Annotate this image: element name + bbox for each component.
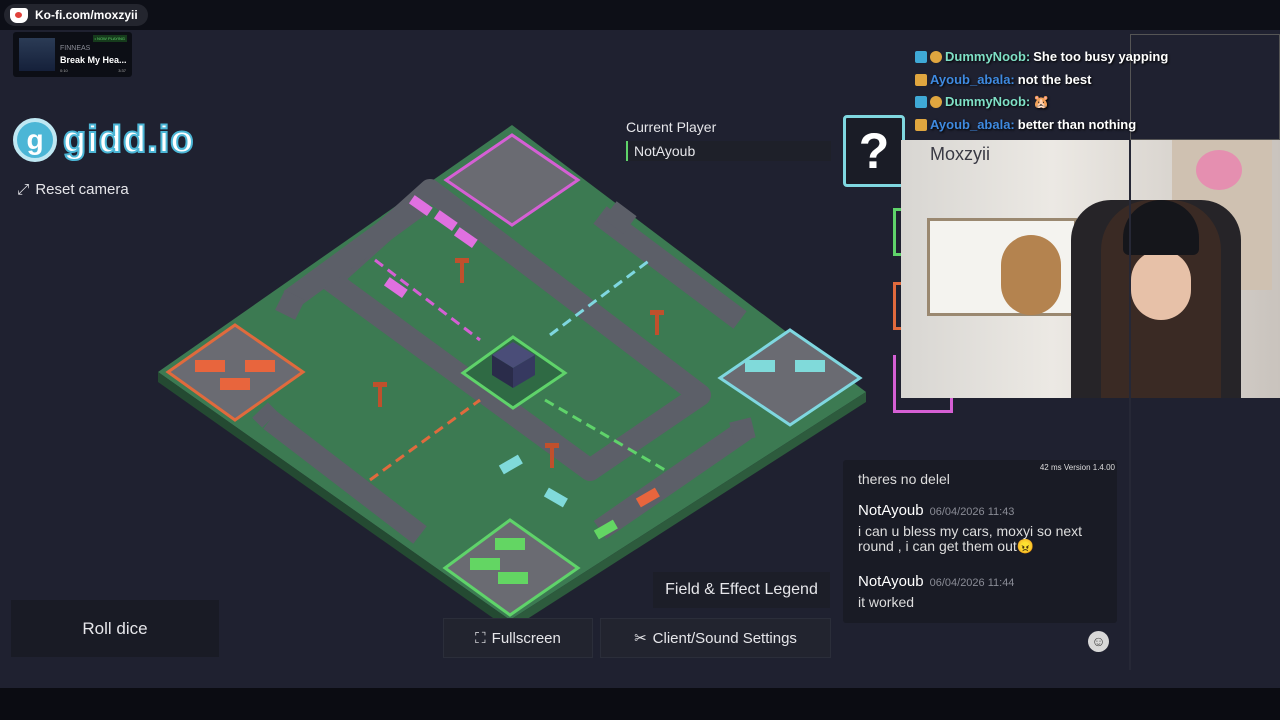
badge-icon <box>915 118 927 131</box>
chat-user: NotAyoub <box>858 502 924 519</box>
webcam-feed <box>901 140 1280 398</box>
cars <box>195 195 825 584</box>
mystery-field-icon: ? <box>843 115 905 187</box>
duration: 3:37 <box>118 68 126 73</box>
chat-text: it worked <box>858 594 915 610</box>
chat-text: i can u bless my cars, moxyi so next rou… <box>858 523 1083 554</box>
album-art <box>19 38 55 71</box>
chat-user: DummyNoob: <box>945 49 1031 64</box>
logo-text: gidd.io <box>62 118 195 162</box>
elapsed: 0:10 <box>60 68 68 73</box>
roads <box>252 179 756 544</box>
chat-timestamp: 06/04/2026 11:43 <box>929 506 1015 518</box>
kofi-cup-icon <box>10 7 28 23</box>
chat-message: NotAyoub 06/04/2026 11:43 i can u bless m… <box>858 502 1108 554</box>
fullscreen-icon: ⛶ <box>475 629 486 647</box>
streamer-name: Moxzyii <box>930 144 991 164</box>
song-title: Break My Hea... <box>60 55 127 65</box>
fullscreen-button[interactable]: ⛶ Fullscreen <box>443 618 593 658</box>
stream-top-bar <box>0 0 1280 30</box>
current-player-label: Current Player <box>626 119 717 135</box>
game-chat[interactable]: 42 ms Version 1.4.00 theres no delel Not… <box>843 460 1117 623</box>
fullscreen-label: Fullscreen <box>491 629 561 647</box>
badge-icon <box>915 73 927 86</box>
panel-divider <box>1129 140 1131 670</box>
chat-user: DummyNoob: <box>945 94 1031 109</box>
current-player-name: NotAyoub <box>626 141 831 161</box>
twitch-chat-overlay: DummyNoob:She too busy yapping Ayoub_aba… <box>915 46 1168 136</box>
tools-icon: ✂ <box>634 630 647 647</box>
ping-version: 42 ms Version 1.4.00 <box>1039 463 1115 472</box>
pink-garage <box>443 133 581 227</box>
kofi-badge: Ko-fi.com/moxzyii <box>4 4 148 26</box>
chat-user: Ayoub_abala: <box>930 116 1015 132</box>
chat-timestamp: 06/04/2026 11:44 <box>929 577 1015 589</box>
plush <box>1001 235 1061 315</box>
roll-dice-button[interactable]: Roll dice <box>11 600 219 657</box>
orange-lane <box>369 398 481 482</box>
legend-button[interactable]: Field & Effect Legend <box>653 572 830 608</box>
now-playing-widget: • NOW PLAYING FINNEAS Break My Hea... 0:… <box>13 32 132 77</box>
emoji-button[interactable]: ☺ <box>1088 631 1109 652</box>
face <box>1131 250 1191 320</box>
paw-art <box>1196 150 1242 190</box>
orange-garage <box>165 323 306 422</box>
chat-user: Ayoub_abala: <box>930 71 1015 87</box>
chat-user: NotAyoub <box>858 573 924 590</box>
now-playing-tag: • NOW PLAYING <box>92 35 127 42</box>
current-player-panel: Current Player NotAyoub <box>626 119 831 161</box>
outer-roads <box>263 196 752 544</box>
green-garage <box>442 518 581 617</box>
badge-icon <box>930 96 942 109</box>
settings-button[interactable]: ✂ Client/Sound Settings <box>600 618 831 658</box>
player-frame-orange <box>893 282 905 330</box>
field-flags <box>373 258 664 468</box>
board-edge <box>510 392 866 630</box>
green-lane <box>544 398 666 472</box>
chat-message: not the best <box>1017 71 1092 87</box>
player-frame-green <box>893 208 905 256</box>
logo-mark: g <box>13 118 57 162</box>
chat-message: 🐹 <box>1033 94 1050 109</box>
dice[interactable] <box>492 342 535 388</box>
badge-icon <box>930 51 942 64</box>
chat-message: better than nothing <box>1017 116 1137 132</box>
chat-message: She too busy yapping <box>1033 49 1169 64</box>
badge-icon <box>915 51 927 64</box>
reset-camera-label: Reset camera <box>35 180 129 198</box>
cyan-garage <box>717 328 863 427</box>
badge-icon <box>915 96 927 109</box>
chat-message-partial: theres no delel <box>858 471 950 487</box>
cyan-lane <box>549 258 651 337</box>
pink-lane <box>374 258 481 342</box>
kofi-url: Ko-fi.com/moxzyii <box>35 8 138 22</box>
reset-camera-button[interactable]: ⤢ Reset camera <box>8 172 138 206</box>
beanie <box>1123 200 1199 255</box>
artist: FINNEAS <box>60 45 91 52</box>
expand-icon: ⤢ <box>17 180 30 198</box>
board-edge-left <box>158 372 510 630</box>
chat-message: NotAyoub 06/04/2026 11:44 it worked <box>858 573 1108 610</box>
stream-bottom-bar <box>0 688 1280 720</box>
settings-label: Client/Sound Settings <box>652 629 797 647</box>
